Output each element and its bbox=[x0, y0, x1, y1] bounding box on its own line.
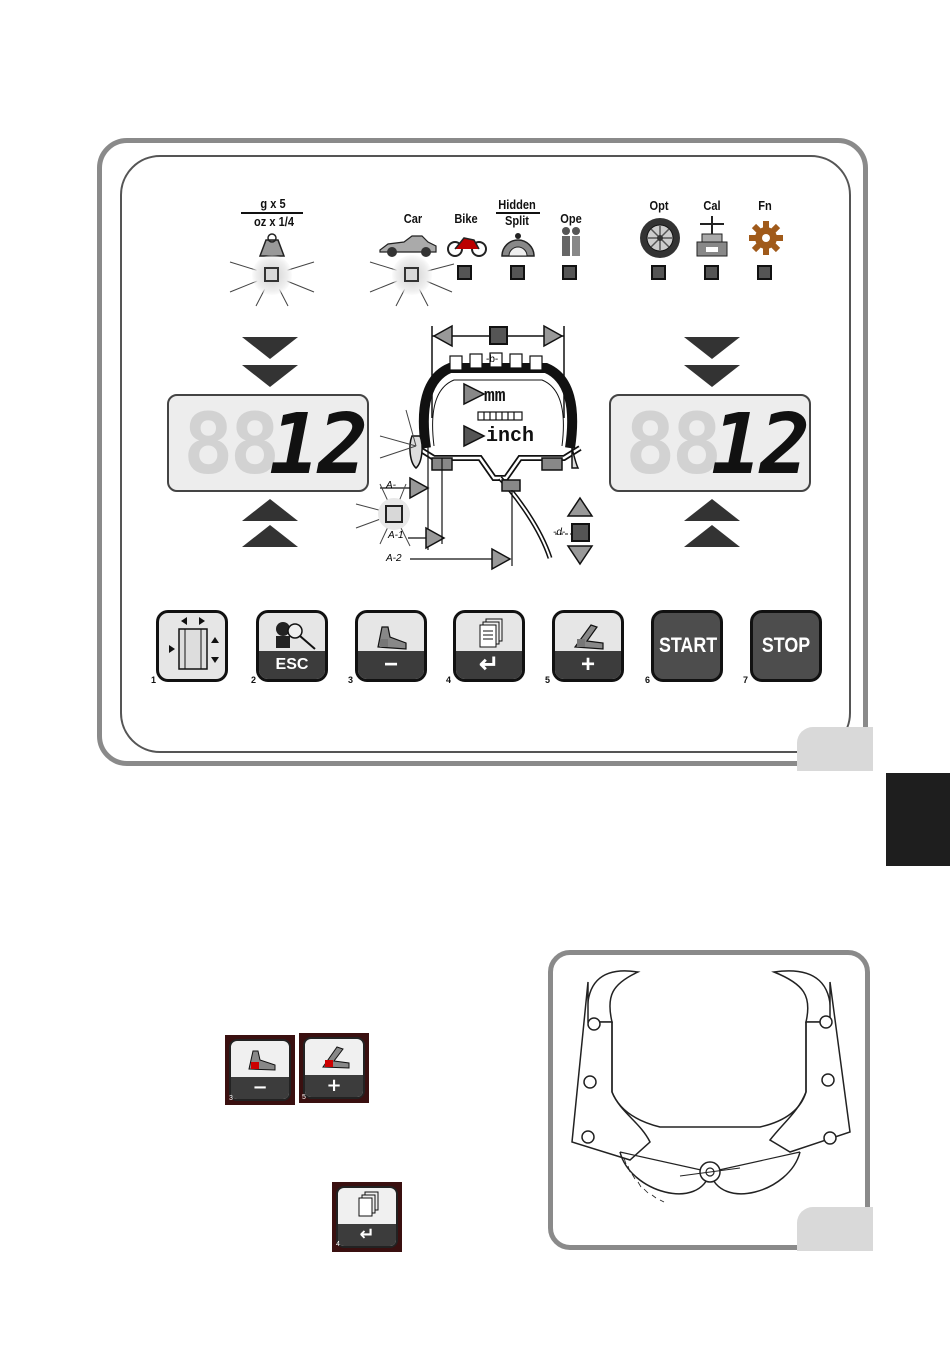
car-indicator bbox=[404, 267, 419, 282]
caliper-figure-number-tab bbox=[797, 1207, 873, 1251]
plus-button-label: + bbox=[555, 651, 621, 679]
button-2-number: 2 bbox=[251, 675, 256, 685]
distance-a2-label: A-2 bbox=[386, 553, 402, 564]
small-button-5-number: 5 bbox=[302, 1094, 306, 1101]
minus-button[interactable]: − bbox=[355, 610, 427, 682]
weight-unit-label-top: g x 5 bbox=[248, 196, 299, 211]
width-b-label: -b- bbox=[486, 354, 498, 365]
cal-indicator bbox=[704, 265, 719, 280]
small-minus-button: − bbox=[225, 1035, 295, 1105]
unit-mm-label: mm bbox=[484, 387, 506, 407]
button-1-number: 1 bbox=[151, 675, 156, 685]
operator-icon bbox=[558, 226, 584, 258]
arm-up-icon bbox=[569, 617, 609, 651]
car-label: Car bbox=[399, 211, 426, 226]
right-digital-display: 88 12 bbox=[609, 394, 811, 492]
small-minus-label: − bbox=[231, 1077, 289, 1099]
calibration-icon bbox=[694, 214, 730, 258]
hidden-label: Hidden bbox=[497, 197, 538, 212]
minus-button-label: − bbox=[358, 651, 424, 679]
distance-a-label: A- bbox=[386, 480, 396, 491]
button-5-number: 5 bbox=[545, 675, 550, 685]
esc-button[interactable]: ESC bbox=[256, 610, 328, 682]
plus-button[interactable]: + bbox=[552, 610, 624, 682]
weight-unit-indicator bbox=[264, 267, 279, 282]
right-display-ghost-digits: 88 bbox=[625, 402, 718, 486]
arm-down-icon bbox=[372, 617, 412, 651]
left-display-up-arrows-icon bbox=[240, 497, 300, 551]
small-arm-up-icon bbox=[319, 1041, 353, 1069]
opt-label: Opt bbox=[646, 198, 672, 213]
button-6-number: 6 bbox=[645, 675, 650, 685]
small-documents-icon bbox=[358, 1191, 382, 1219]
stop-button-label: STOP bbox=[758, 613, 814, 679]
small-button-3-number: 3 bbox=[229, 1095, 233, 1102]
settings-gear-icon bbox=[748, 220, 784, 256]
diameter-d-label: -d- bbox=[553, 527, 565, 538]
wheel-optimization-icon bbox=[638, 216, 682, 260]
bike-indicator bbox=[457, 265, 472, 280]
section-tab bbox=[886, 773, 950, 866]
ope-indicator bbox=[562, 265, 577, 280]
documents-icon bbox=[478, 617, 506, 651]
small-plus-button: + bbox=[299, 1033, 369, 1103]
small-button-4-number: 4 bbox=[336, 1241, 340, 1248]
small-plus-label: + bbox=[305, 1075, 363, 1097]
button-7-number: 7 bbox=[743, 675, 748, 685]
key-person-icon bbox=[267, 617, 317, 651]
enter-button-label: ↵ bbox=[456, 651, 522, 679]
right-display-down-arrows-icon bbox=[682, 335, 742, 391]
start-button[interactable]: START bbox=[651, 610, 723, 682]
start-button-label: START bbox=[659, 613, 715, 679]
width-caliper-illustration bbox=[560, 962, 858, 1224]
hidden-split-indicator bbox=[510, 265, 525, 280]
hidden-split-wheel-icon bbox=[500, 226, 536, 258]
left-digital-display: 88 12 bbox=[167, 394, 369, 492]
bike-label: Bike bbox=[452, 211, 481, 226]
small-arm-down-icon bbox=[245, 1043, 279, 1071]
right-display-value: 12 bbox=[711, 402, 808, 486]
fn-indicator bbox=[757, 265, 772, 280]
enter-button[interactable]: ↵ bbox=[453, 610, 525, 682]
figure-number-tab bbox=[797, 727, 873, 771]
wheel-dimensions-button[interactable] bbox=[156, 610, 228, 682]
button-4-number: 4 bbox=[446, 675, 451, 685]
right-display-up-arrows-icon bbox=[682, 497, 742, 551]
left-display-down-arrows-icon bbox=[240, 335, 300, 391]
cal-label: Cal bbox=[699, 198, 725, 213]
left-display-ghost-digits: 88 bbox=[183, 402, 276, 486]
ope-label: Ope bbox=[557, 211, 584, 226]
opt-indicator bbox=[651, 265, 666, 280]
wheel-dimensions-icon bbox=[159, 613, 225, 679]
stop-button[interactable]: STOP bbox=[750, 610, 822, 682]
button-3-number: 3 bbox=[348, 675, 353, 685]
small-enter-button: ↵ bbox=[332, 1182, 402, 1252]
unit-inch-label: inch bbox=[486, 425, 534, 448]
esc-button-label: ESC bbox=[259, 651, 325, 679]
fn-label: Fn bbox=[754, 198, 776, 213]
weight-unit-label-bottom: oz x 1/4 bbox=[242, 214, 307, 229]
small-enter-label: ↵ bbox=[338, 1224, 396, 1246]
distance-a1-label: A-1 bbox=[388, 530, 404, 541]
